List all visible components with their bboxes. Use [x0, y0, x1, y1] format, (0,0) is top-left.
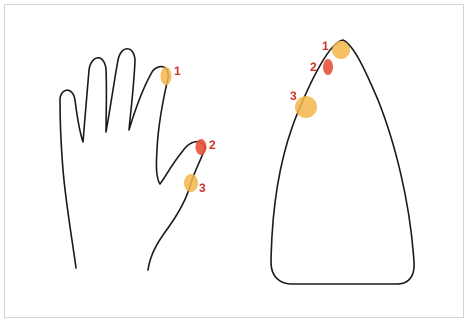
- iron-contact-point-1: [332, 41, 350, 59]
- hand-contact-point-3: [184, 174, 198, 192]
- iron-label-1: 1: [322, 39, 329, 53]
- iron-label-3: 3: [290, 89, 297, 103]
- iron-contact-point-3: [295, 96, 317, 118]
- hand-label-3: 3: [199, 181, 206, 195]
- hand-contact-point-2: [196, 139, 207, 155]
- iron-contact-point-2: [323, 59, 333, 75]
- hand-outline: [60, 49, 205, 270]
- iron-outline: [271, 40, 414, 284]
- hand-label-2: 2: [209, 138, 216, 152]
- hand-label-1: 1: [174, 64, 181, 78]
- hand-contact-point-1: [161, 67, 172, 85]
- iron-label-2: 2: [310, 60, 317, 74]
